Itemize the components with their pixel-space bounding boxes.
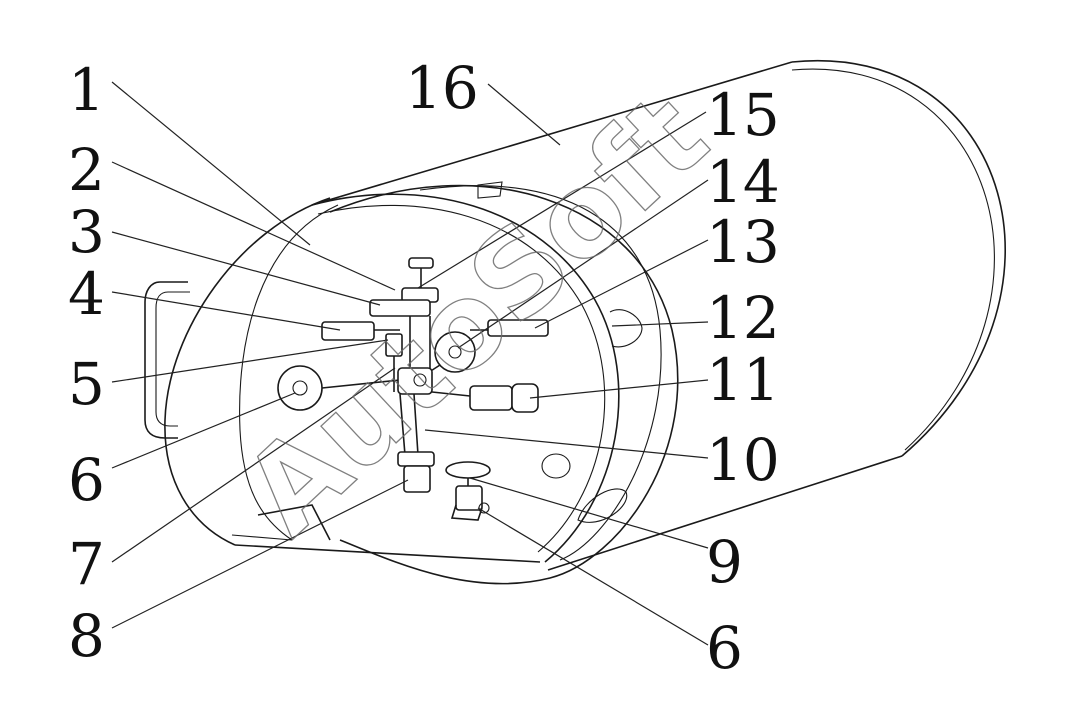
leader-7 — [111, 367, 396, 563]
leader-13 — [534, 239, 709, 329]
callout-labels: 1 2 3 4 5 6 7 8 16 15 14 13 12 11 10 9 6 — [68, 54, 780, 682]
callout-3: 3 — [68, 198, 105, 266]
callout-4: 4 — [68, 260, 105, 328]
leader-6a — [111, 392, 296, 469]
callout-10: 10 — [706, 426, 780, 494]
leader-4 — [111, 291, 341, 331]
leader-lines — [111, 81, 709, 646]
callout-8: 8 — [68, 602, 105, 670]
callout-13: 13 — [706, 208, 780, 276]
callout-5: 5 — [68, 350, 105, 418]
callout-14: 14 — [706, 148, 780, 216]
callout-15: 15 — [706, 81, 780, 149]
cylinder-body — [311, 59, 1006, 585]
leader-16 — [487, 83, 561, 146]
leader-1 — [111, 81, 311, 246]
callout-7: 7 — [68, 530, 105, 598]
valve-assembly — [277, 257, 549, 521]
leader-8 — [111, 479, 409, 629]
callout-16: 16 — [405, 54, 479, 122]
leader-5 — [111, 339, 389, 383]
callout-6a: 6 — [68, 446, 105, 514]
carrying-handle — [144, 281, 190, 439]
callout-6b: 6 — [706, 614, 743, 682]
leader-3 — [111, 231, 381, 306]
callout-12: 12 — [706, 284, 780, 352]
leader-11 — [529, 379, 709, 399]
callout-1: 1 — [68, 56, 105, 124]
leader-14 — [457, 179, 709, 349]
callout-2: 2 — [68, 136, 105, 204]
callout-11: 11 — [706, 346, 780, 414]
leader-12 — [611, 321, 709, 327]
leader-6b — [477, 507, 709, 646]
leader-9 — [469, 477, 709, 549]
leader-10 — [424, 429, 709, 459]
front-face — [164, 181, 643, 563]
callout-9: 9 — [706, 528, 743, 596]
leader-2 — [111, 161, 396, 291]
leader-15 — [417, 111, 707, 289]
